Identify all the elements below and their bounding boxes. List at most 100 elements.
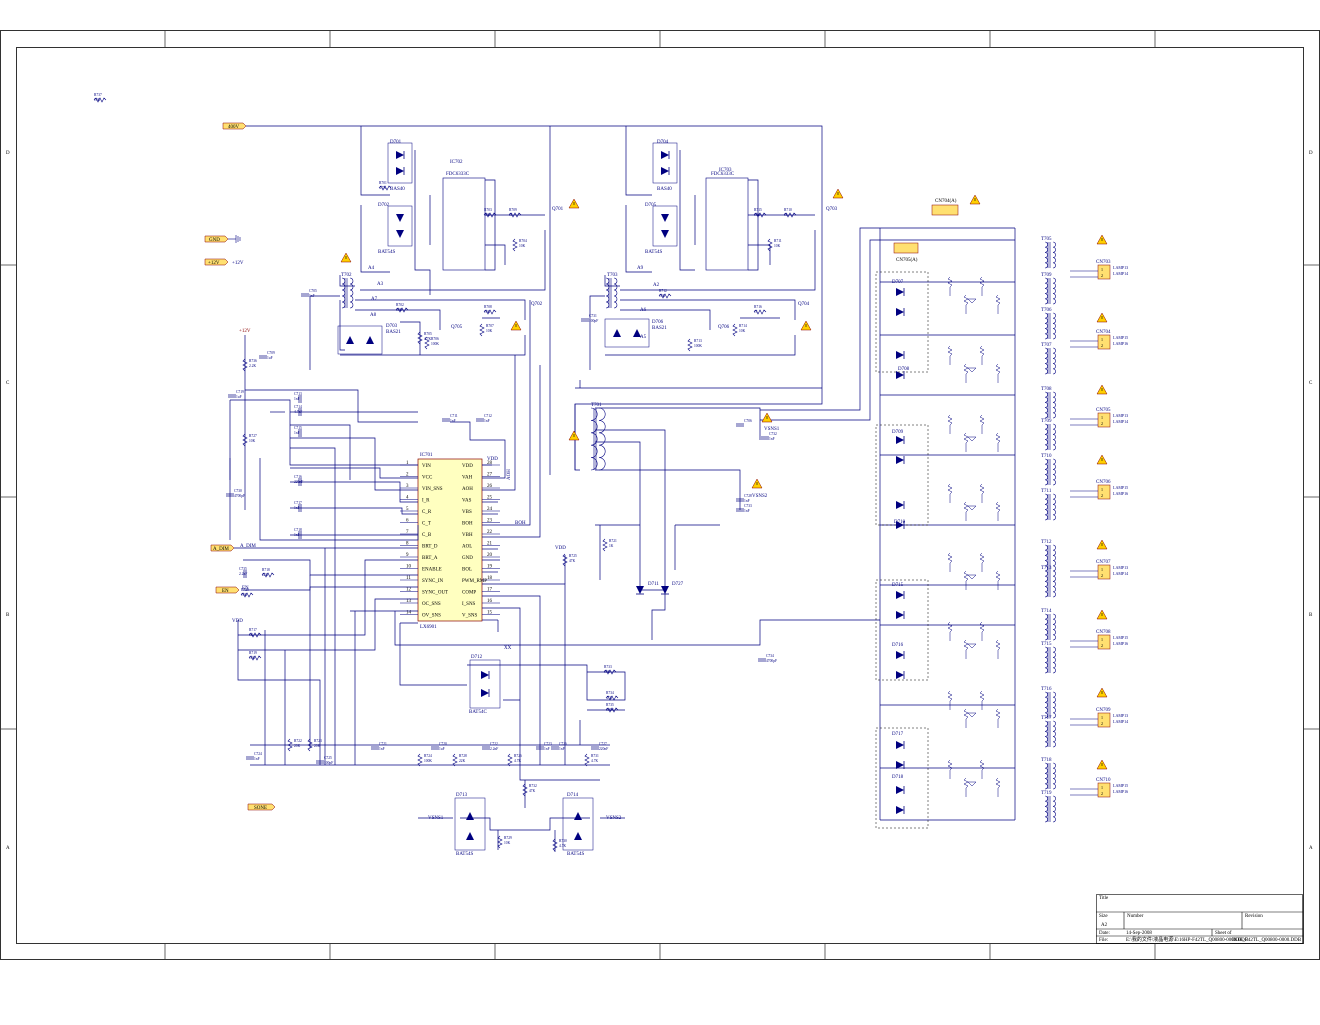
ladder-resistor <box>963 708 969 728</box>
svg-text:IC702: IC702 <box>450 160 463 165</box>
svg-text:VBS: VBS <box>462 510 472 515</box>
net-en-label: EN <box>242 586 249 591</box>
svg-text:LAMP14: LAMP14 <box>1113 419 1128 424</box>
passive-group: C7051nFC706C7091uFC7111nFC7121nFC7131nFC… <box>93 93 1001 852</box>
svg-text:100K: 100K <box>431 342 439 346</box>
svg-text:4700pF: 4700pF <box>234 494 245 498</box>
svg-text:VIN: VIN <box>422 464 431 469</box>
svg-text:GND: GND <box>462 556 473 561</box>
diode-d711: D711 <box>636 582 659 595</box>
svg-text:IC703: IC703 <box>719 168 732 173</box>
svg-text:C719: C719 <box>236 390 244 394</box>
svg-text:1K: 1K <box>609 544 614 548</box>
svg-text:10K: 10K <box>249 439 256 443</box>
svg-text:D711: D711 <box>648 582 659 587</box>
svg-text:LAMP13: LAMP13 <box>1113 265 1128 270</box>
net-flag-400v: 400V <box>222 122 247 130</box>
diode-d727: D727 <box>661 582 684 595</box>
svg-text:C722: C722 <box>490 742 498 746</box>
warning-icon <box>751 478 763 489</box>
svg-text:1: 1 <box>1101 637 1103 642</box>
svg-text:ENABLE: ENABLE <box>422 568 442 573</box>
svg-text:R707: R707 <box>486 324 494 328</box>
svg-text:R702: R702 <box>396 303 404 307</box>
ladder-resistor <box>947 345 953 365</box>
svg-text:R736: R736 <box>249 359 257 363</box>
transformer-out-4: T707 <box>1041 343 1056 375</box>
svg-text:4.7K: 4.7K <box>379 186 386 190</box>
ladder-resistor <box>963 570 969 590</box>
svg-text:C734: C734 <box>766 654 774 658</box>
svg-text:C726: C726 <box>559 742 567 746</box>
svg-text:16: 16 <box>487 599 493 604</box>
svg-text:R729: R729 <box>504 836 512 840</box>
svg-text:LAMP15: LAMP15 <box>1113 335 1128 340</box>
svg-text:1nF: 1nF <box>559 747 565 751</box>
svg-text:BAT54S: BAT54S <box>567 852 584 857</box>
q704-label: Q704 <box>798 302 810 307</box>
net-vsns2: VSNS2 <box>752 494 768 499</box>
net-flag-en: EN <box>215 586 240 594</box>
svg-text:CN706: CN706 <box>1096 480 1111 485</box>
net-12v-out-label: +12V <box>232 261 244 266</box>
svg-text:C718: C718 <box>294 528 302 532</box>
svg-text:R725: R725 <box>569 554 577 558</box>
ladder-resistor <box>979 414 985 434</box>
svg-text:4.7K: 4.7K <box>559 844 566 848</box>
svg-text:22: 22 <box>487 530 493 535</box>
svg-text:1: 1 <box>1101 785 1103 790</box>
ladder-gnd <box>967 712 977 718</box>
svg-text:10K: 10K <box>739 329 746 333</box>
svg-text:3: 3 <box>406 484 409 489</box>
svg-text:T703: T703 <box>607 273 618 278</box>
transformer-out-16: T719 <box>1041 791 1056 823</box>
svg-text:1nF: 1nF <box>309 294 315 298</box>
svg-text:15: 15 <box>784 213 788 217</box>
ladder-resistor <box>995 363 1001 383</box>
svg-text:VAH: VAH <box>462 476 473 481</box>
svg-text:EN: EN <box>222 589 229 594</box>
svg-text:C715: C715 <box>294 426 302 430</box>
svg-text:BOH: BOH <box>462 522 473 527</box>
svg-text:VCC: VCC <box>422 476 433 481</box>
svg-text:T709: T709 <box>1041 419 1052 424</box>
diode-group: D701BAS40D702BAT54SD704BAS40D705BAT54SD7… <box>337 140 910 857</box>
svg-text:R719: R719 <box>249 651 257 655</box>
net-vsns1: VSNS1 <box>764 427 780 432</box>
lamp-group-outlines <box>875 271 929 829</box>
ic701-pin-16: 16I_SNS <box>462 599 500 607</box>
svg-text:R737: R737 <box>94 93 102 97</box>
svg-text:FDC6333C: FDC6333C <box>446 172 470 177</box>
svg-text:23: 23 <box>487 519 493 524</box>
svg-text:C720: C720 <box>439 742 447 746</box>
svg-text:2: 2 <box>1101 643 1103 648</box>
svg-text:D727: D727 <box>672 582 684 587</box>
svg-text:BAS40: BAS40 <box>390 187 405 192</box>
svg-text:R710: R710 <box>784 208 792 212</box>
svg-text:R733: R733 <box>604 665 612 669</box>
net-flag-gnd: GND <box>204 235 229 243</box>
svg-text:2: 2 <box>1101 273 1103 278</box>
